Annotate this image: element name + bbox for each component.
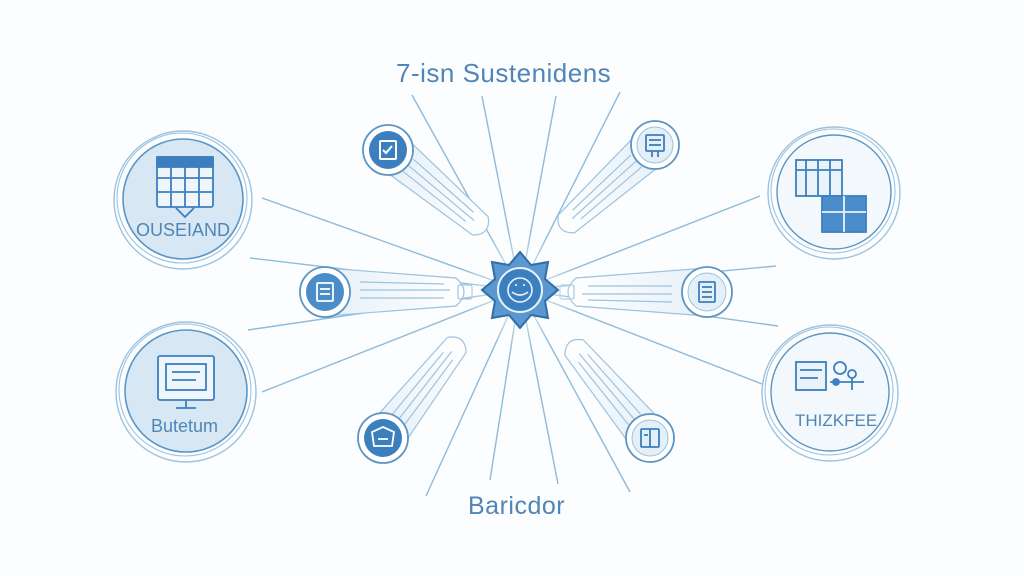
node-butetum[interactable]: [115, 321, 257, 463]
checklist-icon: [379, 140, 397, 160]
spoke-right[interactable]: [559, 266, 733, 318]
clipboard-icon: [645, 134, 665, 157]
monitor-icon: [157, 355, 215, 409]
list-icon: [698, 281, 716, 303]
node-osealand[interactable]: [113, 130, 253, 270]
shield-icon: [371, 426, 395, 447]
node-thizkfee[interactable]: [761, 324, 899, 462]
node-top-right[interactable]: [767, 126, 901, 260]
calendar-grid-icon: [156, 156, 214, 219]
diagram-title: 7-isn Sustenidens: [396, 58, 612, 88]
central-hub[interactable]: [460, 230, 580, 350]
building-icon: [795, 159, 867, 233]
node-label-osealand: OUSEIAND: [136, 220, 231, 240]
book-icon: [640, 428, 660, 448]
spoke-upper-left[interactable]: [362, 124, 499, 246]
dashboard-icon: [795, 361, 864, 391]
spoke-lower-right[interactable]: [554, 329, 675, 463]
node-label-thizkfee: THIZKFEE: [795, 411, 878, 430]
document-icon: [316, 282, 334, 302]
hub-emblem: [507, 277, 533, 303]
spoke-left[interactable]: [299, 266, 473, 318]
diagram-footer-label: Baricdor: [468, 492, 566, 520]
spoke-lower-left[interactable]: [357, 327, 477, 464]
node-label-butetum: Butetum: [151, 416, 219, 436]
spoke-upper-right[interactable]: [548, 120, 680, 244]
